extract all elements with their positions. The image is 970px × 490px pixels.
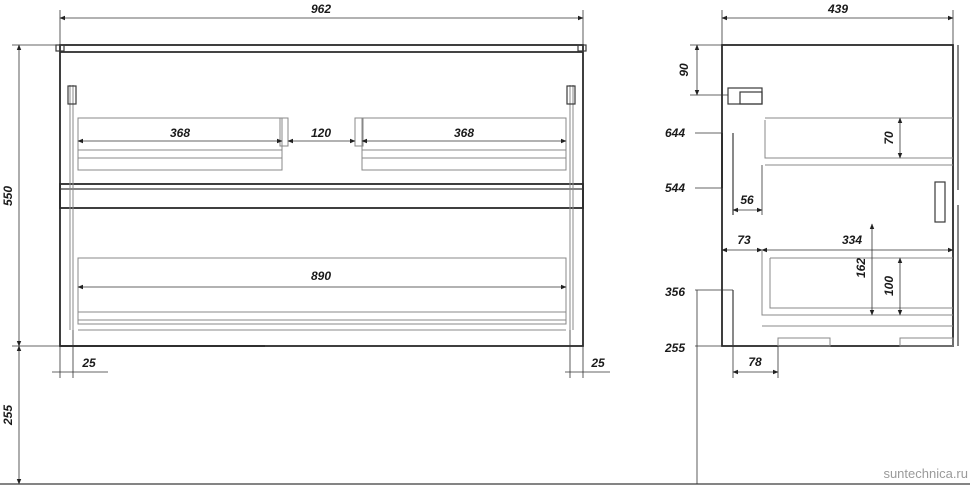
dim-right-offset: 25 — [590, 356, 605, 370]
side-view: 439 90 70 56 73 334 — [664, 2, 959, 484]
watermark: suntechnica.ru — [883, 466, 968, 481]
upper-drawer-right — [354, 117, 567, 171]
upper-drawer-left — [77, 117, 289, 171]
dim-upper-drawer-height: 70 — [882, 131, 896, 145]
dim-bottom-inset-78: 78 — [748, 355, 762, 369]
level-356: 356 — [665, 285, 685, 299]
dim-overall-width: 962 — [311, 2, 331, 16]
dim-lower-100: 100 — [882, 276, 896, 296]
level-255: 255 — [664, 341, 685, 355]
dim-depth: 439 — [827, 2, 848, 16]
dim-leg-height: 255 — [1, 405, 15, 426]
dim-left-offset: 25 — [81, 356, 96, 370]
dim-overall-height: 550 — [1, 186, 15, 206]
dim-lower-162: 162 — [854, 258, 868, 278]
level-644: 644 — [665, 126, 685, 140]
dim-top-offset: 90 — [677, 63, 691, 77]
dim-top-drawer-right: 368 — [454, 126, 474, 140]
dim-bottom-drawer: 890 — [311, 269, 331, 283]
dim-top-drawer-left: 368 — [170, 126, 190, 140]
level-544: 544 — [665, 181, 685, 195]
dim-inset-73: 73 — [737, 233, 751, 247]
dim-drawer-depth: 334 — [842, 233, 862, 247]
dim-top-drawer-gap: 120 — [311, 126, 331, 140]
lower-drawer — [77, 257, 567, 331]
dim-inset-56: 56 — [740, 193, 754, 207]
